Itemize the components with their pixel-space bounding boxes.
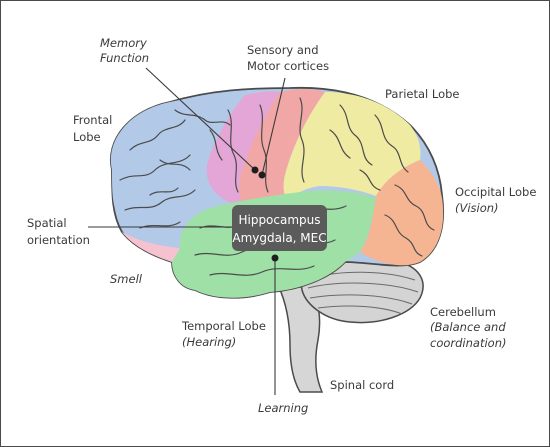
parietal-lobe-region <box>283 92 421 200</box>
hippocampus-box <box>232 205 327 251</box>
hippocampus-label: Hippocampus <box>238 213 320 227</box>
sensory-motor-label-2: Motor cortices <box>247 59 329 73</box>
learning-label: Learning <box>258 401 308 415</box>
temporal-lobe-label: Temporal Lobe <box>181 319 266 333</box>
cerebellum-folds <box>307 271 419 315</box>
memory-function-label-1: Memory <box>100 36 147 50</box>
sensory-motor-label-1: Sensory and <box>247 43 319 57</box>
frontal-lobe-label-1: Frontal <box>73 113 112 127</box>
spatial-orientation-label-2: orientation <box>27 233 90 247</box>
smell-label: Smell <box>110 272 143 286</box>
frontal-lobe-label-2: Lobe <box>73 130 101 144</box>
spinal-cord-label: Spinal cord <box>330 378 394 392</box>
amygdala-mec-label: Amygdala, MEC <box>232 231 326 245</box>
cerebellum-sub-label-1: (Balance and <box>430 320 506 334</box>
temporal-sub-label: (Hearing) <box>182 335 236 349</box>
smell-region <box>122 232 180 262</box>
cerebellum-sub-label-2: coordination) <box>430 336 506 350</box>
occipital-sub-label: (Vision) <box>455 201 499 215</box>
memory-function-label-2: Function <box>100 51 149 65</box>
parietal-lobe-label: Parietal Lobe <box>385 87 460 101</box>
spinal-cord <box>276 284 324 393</box>
occipital-lobe-region <box>360 160 444 266</box>
spatial-orientation-label-1: Spatial <box>27 216 67 230</box>
leader-lines <box>88 67 286 395</box>
cerebellum-label: Cerebellum <box>430 305 496 319</box>
occipital-lobe-label: Occipital Lobe <box>455 185 536 199</box>
